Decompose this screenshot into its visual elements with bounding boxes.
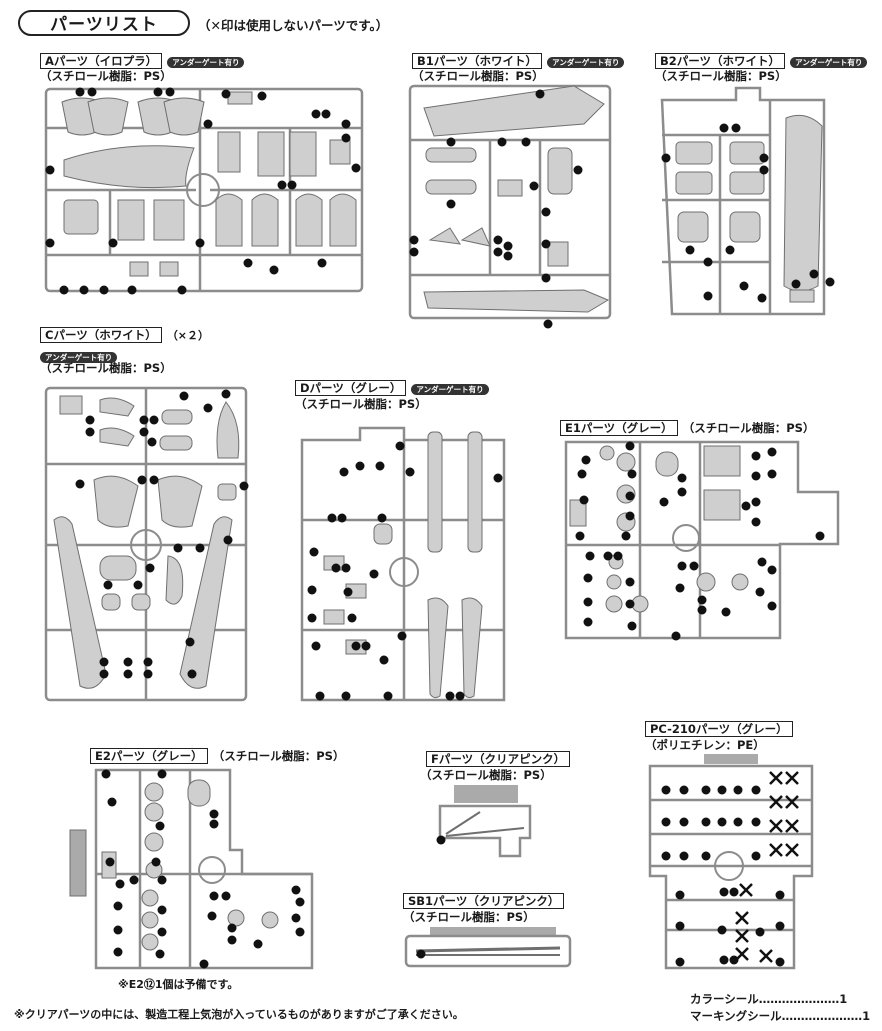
pc210-markers bbox=[661, 785, 785, 967]
marking-seal-count: 1 bbox=[862, 1009, 871, 1023]
panel-b1-material: （スチロール樹脂：PS） bbox=[412, 69, 544, 83]
marking-seal-row: マーキングシール…………………1 bbox=[690, 1008, 870, 1024]
panel-pc-material: （ポリエチレン：PE） bbox=[645, 738, 765, 752]
panel-b2-material: （スチロール樹脂：PS） bbox=[655, 69, 787, 83]
pc210-unused-cross-marks bbox=[735, 771, 799, 963]
panel-d-header: Dパーツ（グレー） アンダーゲート有り bbox=[295, 377, 489, 396]
panel-b1-header: B1パーツ（ホワイト） アンダーゲート有り bbox=[412, 50, 625, 69]
panel-pc-header: PC-210パーツ（グレー） bbox=[645, 718, 793, 737]
panel-e1-material: （スチロール樹脂：PS） bbox=[682, 421, 815, 435]
panel-a-badge: アンダーゲート有り bbox=[167, 57, 245, 68]
panel-a-title: Aパーツ（イロプラ） bbox=[40, 53, 163, 69]
panel-b2-badge: アンダーゲート有り bbox=[790, 57, 868, 68]
runner-e2-parts bbox=[69, 779, 279, 951]
panel-c-header: Cパーツ（ホワイト） （×２） bbox=[40, 324, 209, 343]
panel-c-badge: アンダーゲート有り bbox=[40, 352, 118, 363]
unused-parts-note: （✕印は使用しないパーツです。） bbox=[198, 18, 389, 33]
runner-e1-parts bbox=[569, 445, 749, 613]
panel-e1-title: E1パーツ（グレー） bbox=[560, 420, 678, 436]
panel-a-material: （スチロール樹脂：PS） bbox=[40, 69, 172, 83]
panel-e2-material: （スチロール樹脂：PS） bbox=[212, 749, 345, 763]
runner-d-parts bbox=[323, 431, 483, 699]
runner-f bbox=[436, 785, 532, 858]
runner-a-parts bbox=[61, 91, 357, 277]
panel-sb1-header: SB1パーツ（クリアピンク） bbox=[403, 890, 565, 909]
panel-f-header: Fパーツ（クリアピンク） bbox=[426, 748, 571, 767]
panel-e2-title: E2パーツ（グレー） bbox=[90, 748, 208, 764]
panel-sb1-material: （スチロール樹脂：PS） bbox=[403, 910, 535, 924]
color-seal-label: カラーシール bbox=[690, 992, 759, 1006]
runner-b1 bbox=[408, 84, 612, 320]
panel-e2-header: E2パーツ（グレー） （スチロール樹脂：PS） bbox=[90, 745, 344, 764]
runner-b1-parts bbox=[423, 85, 610, 313]
runner-b2-parts bbox=[675, 114, 823, 303]
panel-c-badge-row: アンダーゲート有り bbox=[40, 345, 118, 364]
panel-b2-header: B2パーツ（ホワイト） アンダーゲート有り bbox=[655, 50, 868, 69]
panel-f-material: （スチロール樹脂：PS） bbox=[420, 768, 552, 782]
panel-sb1-title: SB1パーツ（クリアピンク） bbox=[403, 893, 565, 909]
runner-pc210 bbox=[648, 754, 814, 970]
panel-d-badge: アンダーゲート有り bbox=[411, 384, 489, 395]
marking-seal-dots: ………………… bbox=[781, 1009, 863, 1023]
panel-d-material: （スチロール樹脂：PS） bbox=[295, 397, 427, 411]
panel-b1-title: B1パーツ（ホワイト） bbox=[412, 53, 543, 69]
panel-c-title: Cパーツ（ホワイト） bbox=[40, 327, 162, 343]
color-seal-count: 1 bbox=[839, 992, 848, 1006]
panel-d-title: Dパーツ（グレー） bbox=[295, 380, 407, 396]
panel-c-material: （スチロール樹脂：PS） bbox=[40, 361, 172, 375]
panel-a-header: Aパーツ（イロプラ） アンダーゲート有り bbox=[40, 50, 245, 69]
panel-c-quantity: （×２） bbox=[166, 329, 210, 342]
runner-e2 bbox=[94, 768, 314, 970]
panel-f-title: Fパーツ（クリアピンク） bbox=[426, 751, 571, 767]
runner-c-parts bbox=[53, 395, 240, 689]
marking-seal-label: マーキングシール bbox=[690, 1009, 782, 1023]
runner-sb1 bbox=[404, 927, 572, 968]
color-seal-dots: ………………… bbox=[758, 992, 840, 1006]
panel-e2-spare-note: ※E2⑫1個は予備です。 bbox=[118, 978, 239, 991]
panel-b2-title: B2パーツ（ホワイト） bbox=[655, 53, 786, 69]
panel-pc-title: PC-210パーツ（グレー） bbox=[645, 721, 793, 737]
clear-parts-note: ※クリアパーツの中には、製造工程上気泡が入っているものがありますがご了承ください… bbox=[14, 1008, 464, 1021]
panel-e1-header: E1パーツ（グレー） （スチロール樹脂：PS） bbox=[560, 417, 814, 436]
color-seal-row: カラーシール…………………1 bbox=[690, 991, 847, 1007]
panel-b1-badge: アンダーゲート有り bbox=[547, 57, 625, 68]
runner-b2 bbox=[660, 86, 826, 316]
parts-list-title: パーツリスト bbox=[18, 10, 190, 36]
